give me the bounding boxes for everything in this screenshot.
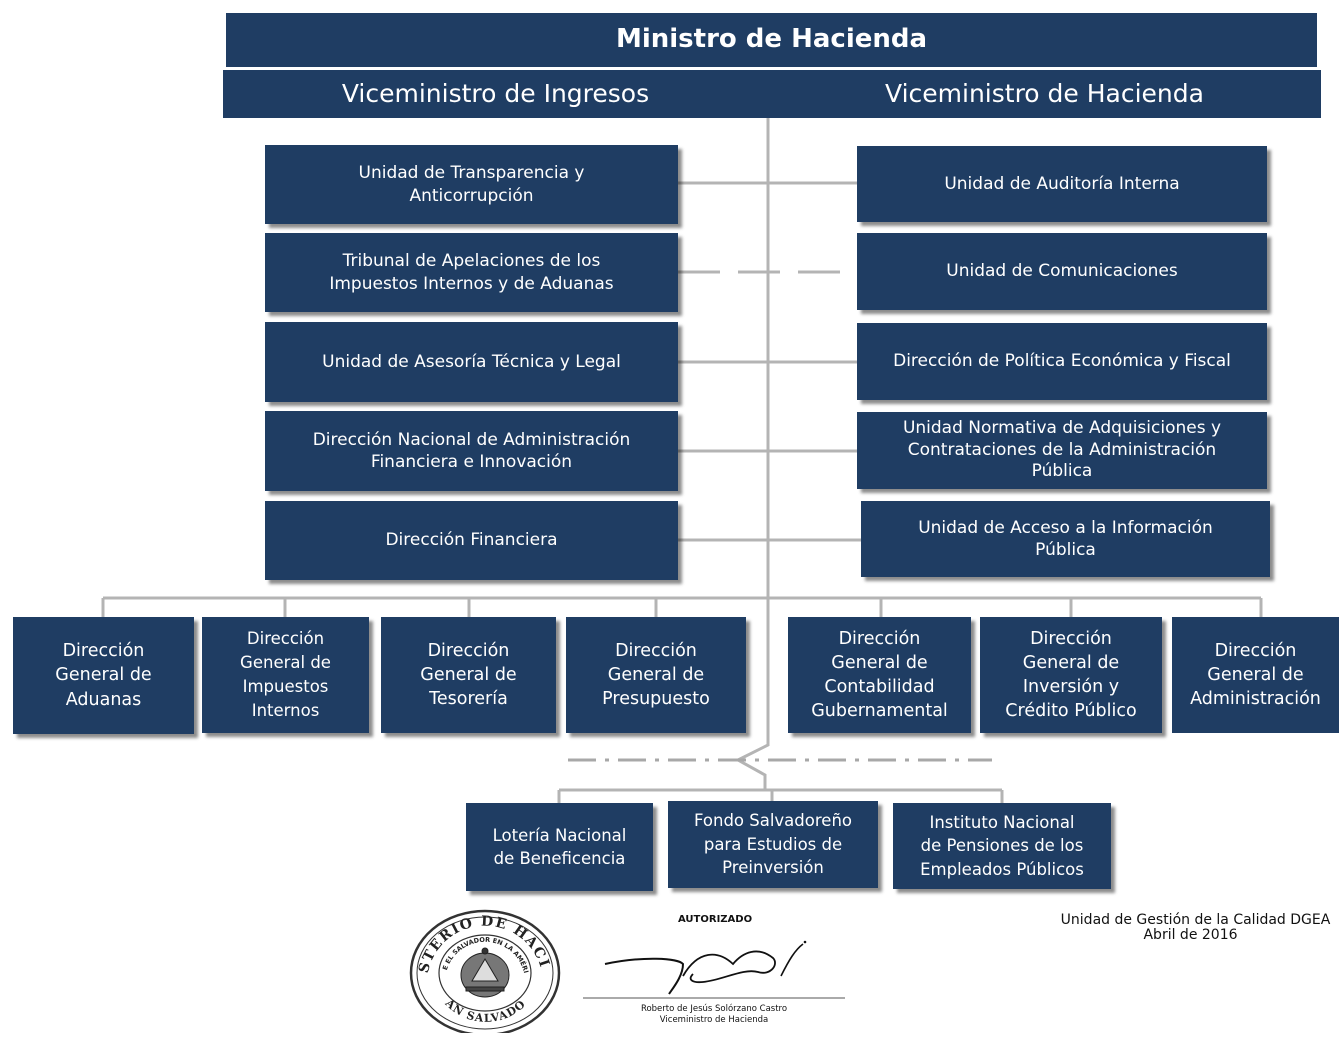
unit-dinafi-line2: Financiera e Innovación [370,452,573,472]
unit-dinafi-line1: Dirección Nacional de Administración [312,429,631,450]
entity-fondo-line2: para Estudios de [703,834,843,854]
dg-inversion-line1: Dirección [1030,628,1112,649]
signer-name: Roberto de Jesús Solórzano Castro [640,1004,788,1014]
dg-contabilidad-line4: Gubernamental [811,701,948,722]
unit-legal-advisory-line1: Unidad de Asesoría Técnica y Legal [322,351,621,372]
quality-unit-block: Unidad de Gestión de la Calidad DGEA Abr… [1043,912,1339,944]
dg-administracion-line2: General de [1207,664,1304,685]
seal-icon: MINISTERIO DE HACIENDA REPÚBLICA DE EL S… [398,895,561,1037]
unit-procurement-line2: Contrataciones de la Administración [907,439,1217,460]
signature-icon [583,940,845,999]
dg-inversion-line3: Inversión y [1022,677,1120,697]
dg-impuestos-line3: Impuestos [242,677,329,696]
unit-transparency-line2: Anticorrupción [409,185,534,206]
vice-ingresos-box: Viceministro de Ingresos [223,70,768,118]
trunk-lower-offset [734,735,770,790]
unit-information-access-line1: Unidad de Acceso a la Información [918,517,1213,538]
quality-unit-label: Unidad de Gestión de la Calidad DGEA [1060,912,1331,928]
dg-contabilidad-line2: General de [831,652,928,673]
entity-inpep-line1: Instituto Nacional [929,812,1075,832]
entity-loteria-line2: de Beneficencia [493,849,626,868]
coat-of-arms-icon [460,947,510,998]
unit-information-access-line2: Pública [1035,540,1096,560]
minister-box: Ministro de Hacienda [226,13,1317,67]
dg-impuestos-line1: Dirección [246,629,325,649]
unit-internal-audit: Unidad de Auditoría Interna [857,146,1267,222]
dg-contabilidad-line1: Dirección [838,628,921,649]
dg-impuestos-line2: General de [240,653,331,673]
vice-hacienda-box: Viceministro de Hacienda [768,70,1321,118]
dg-tesoreria-line3: Tesorería [429,689,508,710]
entity-loteria-line1: Lotería Nacional [492,825,627,845]
unit-financial: Dirección Financiera [265,501,678,580]
unit-communications: Unidad de Comunicaciones [857,233,1267,310]
dg-presupuesto-line2: General de [607,664,705,685]
unit-communications-line1: Unidad de Comunicaciones [946,261,1178,282]
unit-economic-policy-line1: Dirección de Política Económica y Fiscal [893,351,1231,372]
entity-fondo-line1: Fondo Salvadoreño [693,811,852,831]
entity-inpep-line2: de Pensiones de los [920,836,1084,856]
unit-financial-line1: Dirección Financiera [385,530,558,551]
unit-procurement-line3: Pública [1031,461,1093,482]
unit-economic-policy: Dirección de Política Económica y Fiscal [857,323,1267,400]
dg-presupuesto-line1: Dirección [615,640,697,661]
ministry-seal: MINISTERIO DE HACIENDA REPÚBLICA DE EL S… [398,895,564,1037]
dg-aduanas-line1: Dirección [62,641,145,662]
vice-ingresos-label: Viceministro de Ingresos [341,78,650,108]
dg-aduanas-line2: General de [55,665,152,686]
unit-procurement-line1: Unidad Normativa de Adquisiciones y [902,417,1222,438]
dg-tesoreria-line2: General de [420,664,517,685]
dg-administracion-line1: Dirección [1214,640,1297,661]
signer-title: Viceministro de Hacienda [659,1014,769,1025]
dg-administracion-line3: Administración [1190,689,1321,710]
unit-legal-advisory: Unidad de Asesoría Técnica y Legal [265,322,678,402]
vice-hacienda-label: Viceministro de Hacienda [885,78,1204,108]
unit-internal-audit-line1: Unidad de Auditoría Interna [944,173,1180,194]
dg-tesoreria-line1: Dirección [427,640,510,661]
signer-block: Roberto de Jesús Solórzano Castro Vicemi… [583,1004,845,1025]
dg-inversion-line4: Crédito Público [1005,701,1137,722]
entity-loteria: Lotería Nacional de Beneficencia [466,803,653,891]
dg-impuestos-line4: Internos [251,700,320,720]
entity-inpep-line3: Empleados Públicos [920,859,1084,879]
dg-presupuesto-line3: Presupuesto [602,689,710,710]
dg-contabilidad-line3: Contabilidad [824,677,935,697]
entity-fondo-preinversion: Fondo Salvadoreño para Estudios de Preinve… [668,801,878,888]
unit-tribunal-line2: Impuestos Internos y de Aduanas [329,273,614,294]
date-label: Abril de 2016 [1143,927,1238,944]
unit-transparency-line1: Unidad de Transparencia y [358,163,585,184]
authorized-label: AUTORIZADO [678,914,753,925]
minister-label: Ministro de Hacienda [615,24,928,55]
unit-tribunal-line1: Tribunal de Apelaciones de los [342,251,601,272]
dg-aduanas-line3: Aduanas [65,689,142,710]
dg-inversion-line2: General de [1022,652,1120,673]
entity-fondo-line3: Preinversión [722,858,824,878]
